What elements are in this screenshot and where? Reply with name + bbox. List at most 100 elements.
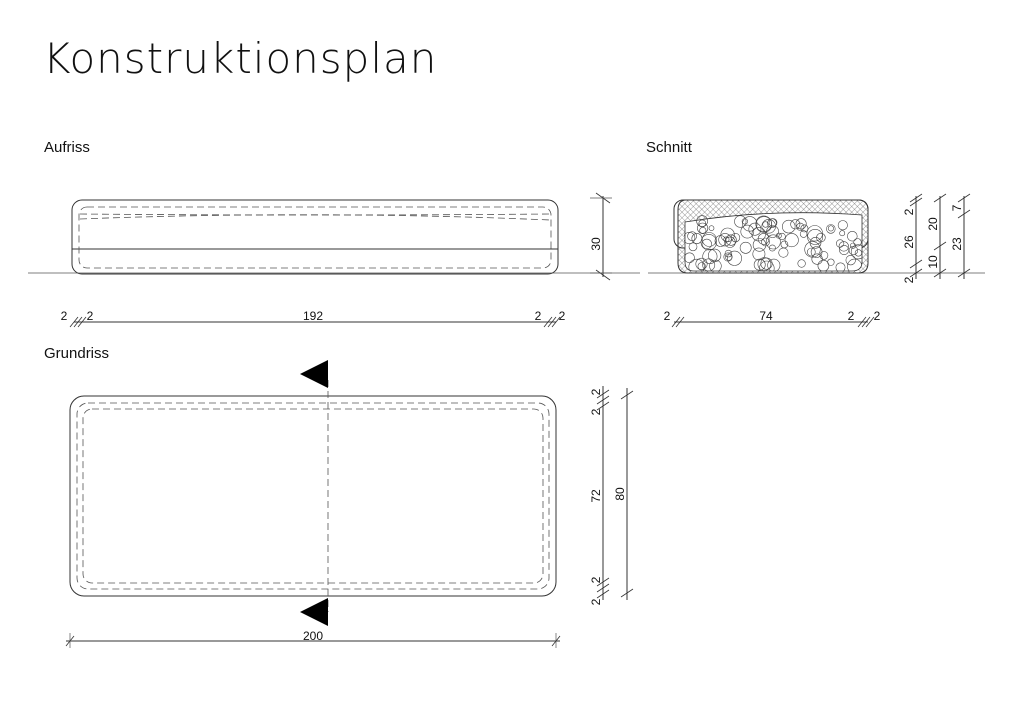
filling-ball <box>797 259 806 268</box>
filling-ball <box>688 258 705 271</box>
dim-plan-depth-total: 80 <box>613 487 627 501</box>
section-fill-area <box>684 212 863 272</box>
filling-ball <box>740 224 755 239</box>
filling-ball <box>767 218 777 228</box>
filling-ball <box>748 222 762 236</box>
filling-ball <box>753 258 766 271</box>
elevation-inner-dashed <box>78 206 552 269</box>
page-title: Konstruktionsplan <box>43 34 438 83</box>
dim-elevation-length: 192 <box>303 309 323 323</box>
filling-ball <box>838 241 849 252</box>
dim-elevation-height: 30 <box>589 237 603 251</box>
filling-ball <box>701 232 717 247</box>
filling-ball <box>752 247 766 261</box>
filling-ball <box>755 215 772 233</box>
dim-section-width: 74 <box>759 309 773 323</box>
plan-outer-outline <box>69 395 557 597</box>
filling-ball <box>708 225 715 231</box>
filling-ball <box>742 216 758 232</box>
filling-ball <box>752 238 767 252</box>
filling-ball <box>684 252 695 264</box>
filling-ball <box>850 244 862 260</box>
filling-ball <box>720 227 735 242</box>
filling-ball <box>806 225 823 242</box>
dim-plan-bottom-a: 2 <box>589 576 603 583</box>
filling-ball <box>724 249 733 258</box>
dim-section-v-26: 26 <box>902 235 916 249</box>
dim-section-right-b: 2 <box>874 309 881 323</box>
filling-ball <box>849 242 856 249</box>
filling-ball <box>778 232 786 241</box>
filling-ball <box>775 232 782 239</box>
dim-elevation-right-a: 2 <box>535 309 542 323</box>
filling-ball <box>810 246 823 258</box>
filling-ball <box>817 259 830 271</box>
filling-ball <box>853 238 862 247</box>
filling-ball <box>839 230 846 237</box>
filling-ball <box>698 219 707 228</box>
dim-section-v-top: 2 <box>902 208 916 215</box>
filling-ball <box>739 241 752 254</box>
section-view: 2 26 2 20 10 7 23 2 74 2 2 <box>648 193 985 328</box>
filling-ball <box>800 224 809 233</box>
filling-ball <box>697 262 706 271</box>
filling-ball <box>819 251 829 260</box>
filling-ball <box>702 258 716 271</box>
filling-ball <box>730 233 741 243</box>
section-filling-circles <box>684 215 862 271</box>
filling-ball <box>806 247 816 257</box>
filling-ball <box>766 225 779 238</box>
filling-ball <box>837 220 848 231</box>
filling-ball <box>809 237 822 249</box>
filling-ball <box>761 237 770 247</box>
filling-ball <box>765 234 781 250</box>
section-label: Schnitt <box>646 139 692 156</box>
dim-elevation-left-a: 2 <box>61 309 68 323</box>
filling-ball <box>807 228 823 245</box>
filling-ball <box>741 218 749 225</box>
filling-ball <box>734 215 747 228</box>
filling-ball <box>691 233 703 244</box>
dim-elevation-left-b: 2 <box>87 309 94 323</box>
filling-ball <box>790 219 801 230</box>
dim-plan-depth-inner: 72 <box>589 489 603 503</box>
dim-plan-top-b: 2 <box>589 408 603 415</box>
dim-section-right-a: 2 <box>848 309 855 323</box>
elevation-label: Aufriss <box>44 139 90 156</box>
filling-ball <box>723 252 733 262</box>
filling-ball <box>762 221 769 228</box>
plan-inner-dashed <box>82 408 544 584</box>
plan-label: Grundriss <box>44 345 110 362</box>
filling-ball <box>688 242 698 252</box>
filling-ball <box>725 234 737 246</box>
filling-ball <box>835 262 846 271</box>
section-arrow-top-icon <box>300 360 328 388</box>
dim-section-v-20: 20 <box>926 217 940 231</box>
section-arrow-bottom-icon <box>300 598 328 626</box>
filling-ball <box>699 227 707 235</box>
filling-ball <box>778 247 789 258</box>
filling-ball <box>718 233 732 247</box>
dim-section-v-bottom: 2 <box>902 276 916 283</box>
elevation-view: 30 2 2 192 2 2 <box>28 192 640 328</box>
elevation-outer-outline <box>71 199 559 275</box>
dim-section-v-10: 10 <box>926 255 940 269</box>
filling-ball <box>804 241 821 258</box>
dim-section-v-23: 23 <box>950 237 964 251</box>
filling-ball <box>784 233 799 248</box>
filling-ball <box>684 232 696 245</box>
filling-ball <box>845 255 856 266</box>
filling-ball <box>767 258 781 271</box>
filling-ball <box>757 257 772 271</box>
dim-section-v-7: 7 <box>950 204 964 211</box>
filling-ball <box>700 234 717 251</box>
filling-ball <box>726 250 742 266</box>
filling-ball <box>847 231 858 242</box>
dim-plan-length: 200 <box>303 629 323 643</box>
filling-ball <box>796 222 805 231</box>
plan-middle-dashed <box>76 402 550 590</box>
dim-section-left: 2 <box>664 309 671 323</box>
filling-ball <box>695 257 708 270</box>
dim-elevation-right-b: 2 <box>559 309 566 323</box>
